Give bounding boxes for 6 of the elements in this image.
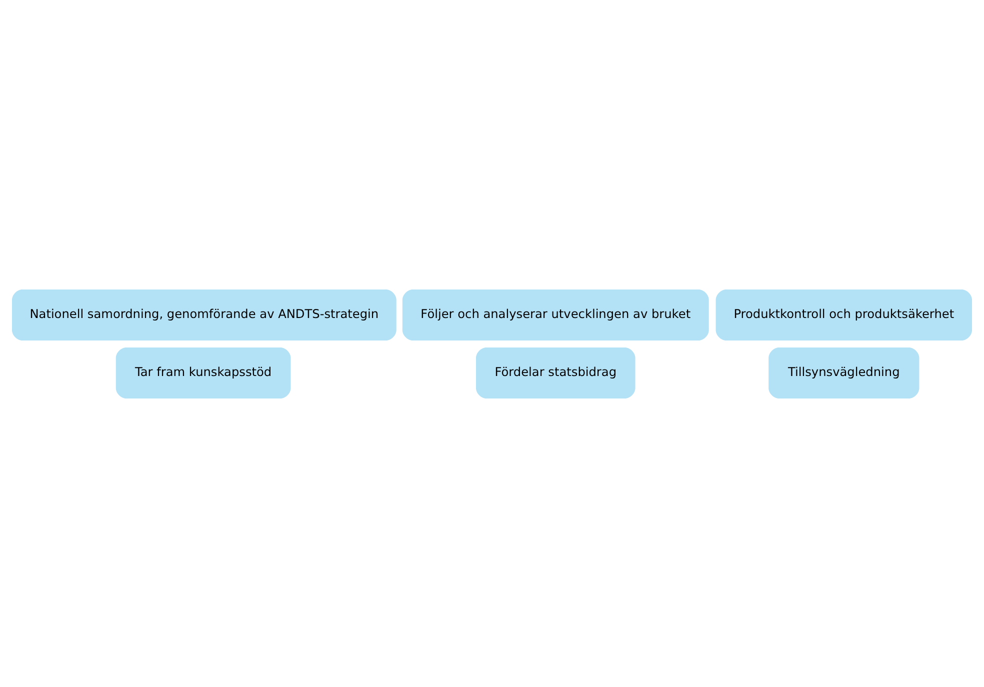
node-box: Produktkontroll och produktsäkerhet: [716, 288, 972, 340]
node-box: Fördelar statsbidrag: [476, 346, 636, 398]
node-box: Tar fram kunskapsstöd: [116, 346, 291, 398]
node-box: Följer och analyserar utvecklingen av bruket: [402, 288, 709, 340]
node-box: Nationell samordning, genomförande av ANDTS-strategin: [12, 288, 396, 340]
node-box: Tillsynsvägledning: [768, 346, 920, 398]
